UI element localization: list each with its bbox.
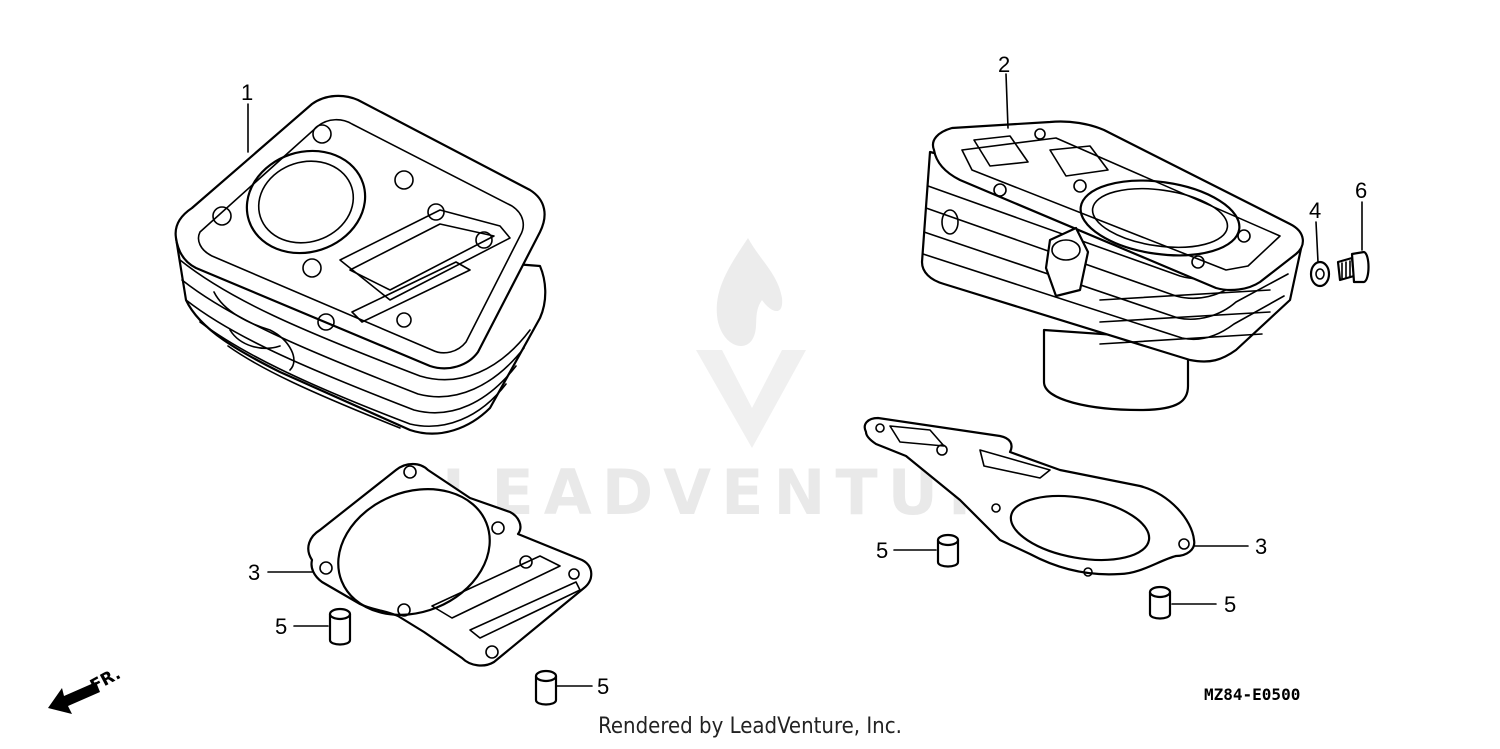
callout-3-left: 3 (248, 560, 260, 585)
callout-5-left-b: 5 (597, 674, 609, 699)
callout-5-left-a: 5 (275, 614, 287, 639)
part-2-cylinder-right[interactable] (920, 120, 1304, 412)
callouts: 1 2 4 6 3 3 5 5 5 5 (241, 52, 1367, 699)
part-3-gasket-right[interactable] (863, 416, 1196, 577)
front-direction-marker: FR. (48, 664, 124, 714)
part-5-dowel-right-b[interactable] (1148, 585, 1172, 620)
part-3-gasket-left[interactable] (307, 462, 593, 667)
part-1-cylinder-left[interactable] (174, 94, 547, 435)
part-6-bolt[interactable] (1336, 250, 1370, 284)
callout-6: 6 (1355, 178, 1367, 203)
callout-3-right: 3 (1255, 534, 1267, 559)
watermark-logo (696, 238, 806, 448)
part-5-dowel-right-a[interactable] (936, 533, 960, 568)
callout-5-right-b: 5 (1224, 592, 1236, 617)
callout-1: 1 (241, 80, 253, 105)
front-arrow-icon (48, 682, 100, 714)
callout-2: 2 (998, 52, 1010, 77)
diagram-code: MZ84-E0500 (1204, 685, 1300, 704)
callout-5-right-a: 5 (876, 538, 888, 563)
part-5-dowel-left-b[interactable] (534, 669, 558, 706)
part-4-washer[interactable] (1309, 260, 1331, 288)
part-5-dowel-left-a[interactable] (328, 607, 352, 646)
callout-4: 4 (1309, 198, 1321, 223)
leader-lines (247, 73, 1363, 687)
credit-text: Rendered by LeadVenture, Inc. (598, 714, 902, 739)
